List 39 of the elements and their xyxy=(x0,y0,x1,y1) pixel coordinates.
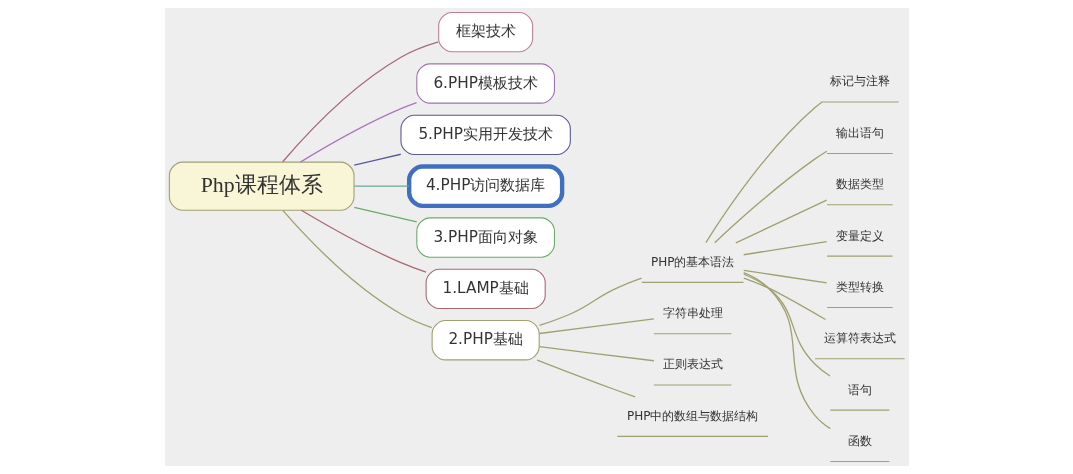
node-box: 2.PHP基础 xyxy=(431,320,540,361)
connector xyxy=(536,359,636,398)
connector xyxy=(281,209,432,329)
node-text: 输出语句 xyxy=(835,125,884,140)
connector xyxy=(742,272,831,430)
connector xyxy=(742,269,827,284)
node-text: PHP的基本语法 xyxy=(650,254,734,269)
node-text: 函数 xyxy=(847,433,872,448)
node-text: 字符串处理 xyxy=(662,306,723,321)
node-box: 1.LAMP基础 xyxy=(425,268,546,310)
connector xyxy=(742,277,826,321)
node-box: 6.PHP模板技术 xyxy=(415,63,555,104)
connector xyxy=(538,346,655,362)
connector xyxy=(742,273,831,377)
connector xyxy=(353,153,401,166)
node-text: PHP中的数组与数据结构 xyxy=(626,408,758,423)
connector xyxy=(742,240,827,256)
connector xyxy=(713,150,827,244)
node-box: 4.PHP访问数据库 xyxy=(406,164,564,209)
connector xyxy=(281,41,439,163)
connector xyxy=(538,318,655,335)
node-text: 正则表达式 xyxy=(662,357,723,372)
node-text: 标记与注释 xyxy=(829,74,890,89)
connector xyxy=(734,199,827,244)
node-text: 数据类型 xyxy=(835,177,884,192)
connector xyxy=(300,209,427,273)
node-text: 类型转换 xyxy=(835,279,884,294)
connector xyxy=(353,185,410,187)
connector xyxy=(538,277,642,327)
node-text: 语句 xyxy=(847,382,872,397)
node-text: 变量定义 xyxy=(835,228,884,243)
connector xyxy=(353,206,417,223)
node-text: 运算符表达式 xyxy=(823,331,896,346)
node-box: 3.PHP面向对象 xyxy=(415,217,555,258)
node-box: Php课程体系 xyxy=(168,161,355,211)
connector xyxy=(704,101,822,244)
connector xyxy=(299,101,417,163)
node-box: 框架技术 xyxy=(437,11,533,53)
node-box: 5.PHP实用开发技术 xyxy=(399,114,571,156)
